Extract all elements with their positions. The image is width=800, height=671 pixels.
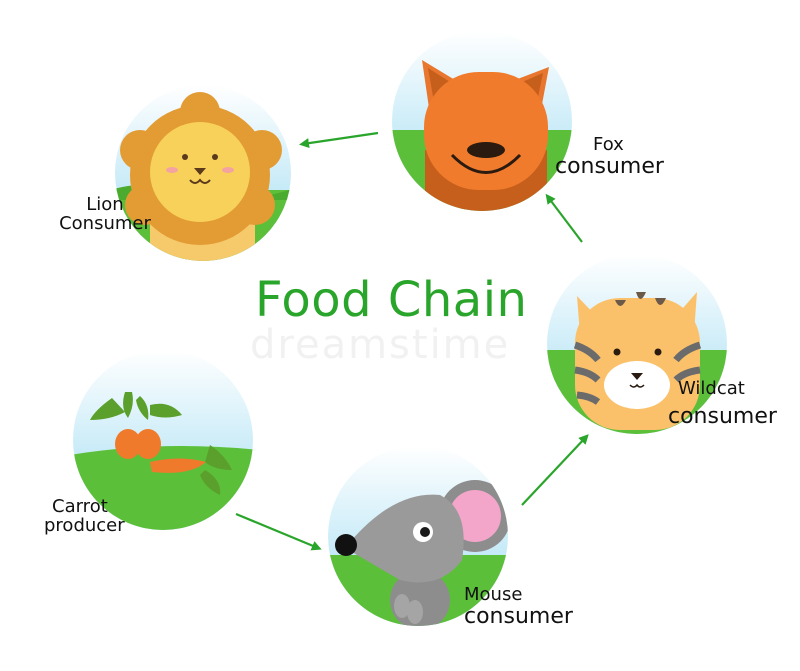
- wildcat-label: Wildcat consumer: [668, 378, 777, 429]
- wildcat-name: Wildcat: [678, 378, 745, 399]
- mouse-role: consumer: [464, 603, 573, 629]
- arrow-mouse-to-wildcat: [521, 434, 589, 506]
- carrot-label: Carrot producer: [44, 496, 125, 536]
- mouse-label: Mouse consumer: [464, 584, 573, 629]
- mouse-icon: [335, 480, 508, 626]
- fox-role: consumer: [555, 153, 664, 179]
- lion-node: [115, 85, 291, 261]
- fox-name: Fox: [593, 134, 624, 155]
- mouse-node: [328, 446, 508, 626]
- carrot-role: producer: [44, 514, 125, 536]
- lion-label: Lion Consumer: [50, 194, 160, 234]
- lion-name: Lion: [86, 194, 124, 215]
- arrow-wildcat-to-fox: [545, 193, 583, 243]
- fox-node: [392, 31, 572, 211]
- fox-icon: [422, 60, 549, 211]
- carrot-name: Carrot: [52, 496, 108, 517]
- arrow-carrot-to-mouse: [235, 512, 322, 551]
- arrow-fox-to-lion: [299, 131, 379, 149]
- watermark: dreamstime: [250, 322, 511, 368]
- carrot-icon: [90, 392, 232, 495]
- lion-role: Consumer: [59, 212, 151, 234]
- wildcat-icon: [573, 292, 702, 430]
- lion-icon: [120, 92, 282, 261]
- mouse-name: Mouse: [464, 584, 523, 605]
- diagram-title: Food Chain: [255, 272, 528, 328]
- fox-label: Fox consumer: [555, 134, 664, 179]
- wildcat-role: consumer: [668, 403, 777, 429]
